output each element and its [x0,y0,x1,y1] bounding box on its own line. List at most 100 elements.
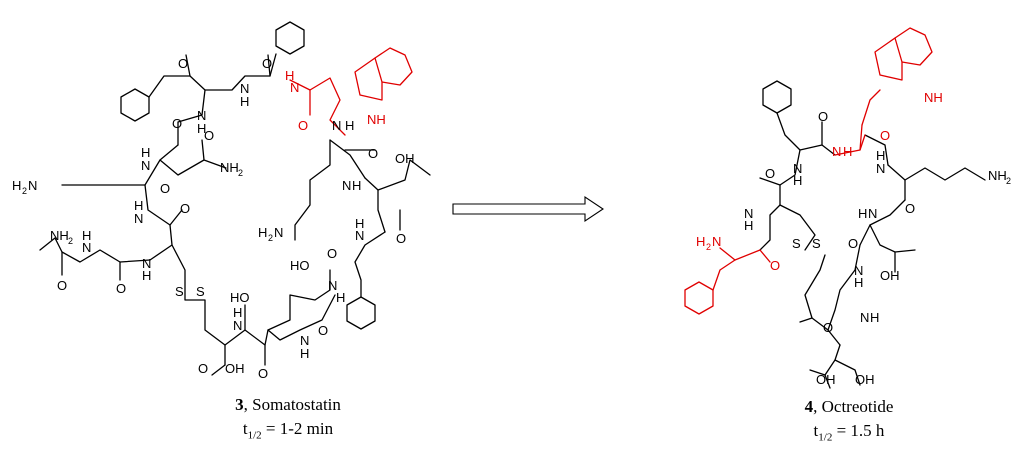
octreotide-title: 4, Octreotide [804,397,894,416]
svg-text:O: O [396,231,406,246]
svg-text:2: 2 [706,242,711,252]
phenyl-ring [275,21,305,55]
svg-text:2: 2 [22,186,27,196]
svg-text:O: O [368,146,378,161]
svg-text:O: O [318,323,328,338]
svg-text:O: O [180,201,190,216]
svg-text:O: O [204,128,214,143]
svg-text:O: O [765,166,775,181]
svg-text:N: N [290,80,299,95]
svg-text:O: O [298,118,308,133]
svg-text:N: N [868,206,877,221]
svg-text:O: O [262,56,272,71]
svg-text:H: H [870,310,879,325]
svg-text:NH: NH [988,168,1007,183]
svg-text:H: H [352,178,361,193]
phenyl-ring [120,88,150,122]
svg-text:OH: OH [816,372,836,387]
svg-text:N: N [28,178,37,193]
svg-text:H: H [285,68,294,83]
svg-text:N: N [197,108,206,123]
svg-text:H: H [336,290,345,305]
svg-text:2: 2 [268,233,273,243]
svg-text:N: N [141,158,150,173]
svg-text:H: H [843,144,852,159]
svg-text:O: O [57,278,67,293]
svg-text:N: N [793,161,802,176]
somatostatin-red-labels: HN O NH [285,68,386,133]
svg-text:N: N [82,240,91,255]
svg-text:H: H [12,178,21,193]
tryptophan-highlight [289,47,413,136]
svg-text:OH: OH [395,151,415,166]
svg-text:N: N [142,256,151,271]
svg-text:O: O [116,281,126,296]
svg-text:O: O [198,361,208,376]
svg-text:H: H [355,216,364,231]
svg-text:HO: HO [290,258,310,273]
svg-text:N: N [342,178,351,193]
svg-text:HO: HO [230,290,250,305]
svg-text:N: N [233,318,242,333]
svg-text:N: N [712,234,721,249]
svg-text:O: O [327,246,337,261]
svg-text:H: H [134,198,143,213]
svg-text:N: N [744,206,753,221]
svg-text:S: S [196,284,205,299]
svg-text:H: H [876,148,885,163]
svg-text:N: N [274,225,283,240]
svg-text:H: H [142,268,151,283]
somatostatin-caption: 3, Somatostatin t1/2 = 1-2 min [168,393,408,447]
svg-text:N: N [854,263,863,278]
svg-text:O: O [172,116,182,131]
svg-text:H: H [240,94,249,109]
svg-text:OH: OH [855,372,875,387]
svg-text:O: O [905,201,915,216]
svg-text:H: H [793,173,802,188]
svg-text:H: H [858,206,867,221]
svg-text:S: S [175,284,184,299]
svg-text:2: 2 [68,236,73,246]
svg-text:H: H [233,305,242,320]
svg-text:H: H [744,218,753,233]
svg-text:O: O [258,366,268,381]
phenyl-ring [762,80,792,114]
svg-text:O: O [178,56,188,71]
octreotide-structure [759,80,986,389]
octreotide-red-highlight [684,27,933,315]
indole-ring [894,27,933,66]
svg-text:OH: OH [225,361,245,376]
svg-text:N: N [332,118,341,133]
svg-text:S: S [812,236,821,251]
svg-text:N: N [328,278,337,293]
octreotide-caption: 4, Octreotide t1/2 = 1.5 h [729,395,969,449]
svg-text:S: S [792,236,801,251]
svg-text:H: H [258,225,267,240]
somatostatin-half-life: t1/2 = 1-2 min [242,419,334,442]
svg-text:H: H [854,275,863,290]
svg-text:NH: NH [50,228,69,243]
svg-text:N: N [876,161,885,176]
svg-text:2: 2 [238,168,243,178]
svg-text:NH: NH [220,160,239,175]
svg-text:O: O [818,109,828,124]
svg-text:NH: NH [367,112,386,127]
open-right-arrow [452,195,604,223]
svg-text:H: H [696,234,705,249]
svg-text:OH: OH [880,268,900,283]
svg-text:NH: NH [924,90,943,105]
svg-text:H: H [82,228,91,243]
octreotide-half-life: t1/2 = 1.5 h [813,421,885,444]
svg-text:N: N [355,228,364,243]
svg-text:N: N [832,144,841,159]
svg-text:O: O [848,236,858,251]
svg-text:H: H [197,121,206,136]
somatostatin-structure [39,21,431,376]
svg-text:H: H [345,118,354,133]
svg-text:N: N [134,211,143,226]
somatostatin-title: 3, Somatostatin [235,395,341,414]
